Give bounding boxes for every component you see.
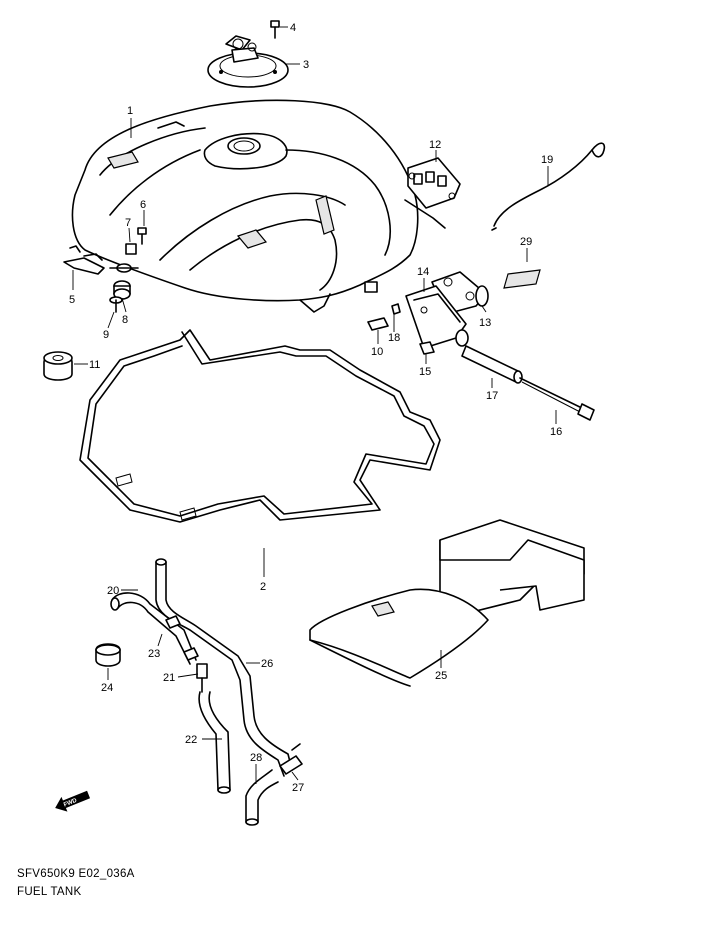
hinge-part xyxy=(405,285,469,349)
callout-19: 19 xyxy=(541,154,553,166)
hinge-bolt-part xyxy=(519,377,595,421)
callout-20: 20 xyxy=(107,585,119,597)
bolt-part xyxy=(137,227,147,245)
pad-part xyxy=(503,269,541,289)
callout-18: 18 xyxy=(388,332,400,344)
diagram-title: FUEL TANK xyxy=(17,886,82,898)
callout-labels: 1 2 3 4 5 6 7 8 9 10 11 12 13 14 15 16 1… xyxy=(69,22,562,794)
damper-part xyxy=(109,263,139,273)
callout-10: 10 xyxy=(371,346,383,358)
callout-5: 5 xyxy=(69,294,75,306)
joint-part xyxy=(279,743,303,775)
callout-22: 22 xyxy=(185,734,197,746)
connector-part xyxy=(196,663,208,693)
clip-part xyxy=(391,303,401,315)
callout-7: 7 xyxy=(125,217,131,229)
callout-1: 1 xyxy=(127,105,133,117)
leader-lines xyxy=(72,26,557,784)
collar-part xyxy=(419,341,435,355)
bracket-front-part xyxy=(63,245,105,275)
callout-25: 25 xyxy=(435,670,447,682)
fwd-label: FWD xyxy=(63,798,79,809)
rubber-damper-part xyxy=(43,351,73,381)
cushion-part xyxy=(125,243,137,255)
callout-2: 2 xyxy=(260,581,266,593)
callout-3: 3 xyxy=(303,59,309,71)
callout-11: 11 xyxy=(89,359,100,371)
diagram-code: SFV650K9 E02_036A xyxy=(17,868,135,880)
callout-29: 29 xyxy=(520,236,532,248)
callout-15: 15 xyxy=(419,366,431,378)
callout-26: 26 xyxy=(261,658,273,670)
callout-13: 13 xyxy=(479,317,491,329)
collar-part xyxy=(109,296,123,313)
pipe-part xyxy=(461,345,523,384)
bolt-part xyxy=(270,20,280,39)
fuel-tank-part xyxy=(71,99,446,313)
fuel-cap-part xyxy=(207,35,289,88)
callout-17: 17 xyxy=(486,390,498,402)
heat-shield-part xyxy=(309,519,585,687)
callout-4: 4 xyxy=(290,22,296,34)
cap-part xyxy=(95,643,121,667)
seal-part xyxy=(79,329,441,523)
callout-28: 28 xyxy=(250,752,262,764)
fuel-pump-bracket-part xyxy=(407,157,461,209)
forward-arrow-icon: FWD xyxy=(55,790,91,812)
callout-24: 24 xyxy=(101,682,113,694)
callout-12: 12 xyxy=(429,139,441,151)
callout-9: 9 xyxy=(103,329,109,341)
cushion-part xyxy=(367,317,389,331)
hose-part xyxy=(245,769,279,826)
callout-21: 21 xyxy=(163,672,175,684)
hose-part xyxy=(155,558,293,777)
callout-23: 23 xyxy=(148,648,160,660)
callout-27: 27 xyxy=(292,782,304,794)
support-rod-part xyxy=(491,142,606,231)
drain-hose-part xyxy=(198,691,231,794)
callout-6: 6 xyxy=(140,199,146,211)
callout-14: 14 xyxy=(417,266,429,278)
breather-hose-part xyxy=(110,592,197,665)
callout-8: 8 xyxy=(122,314,128,326)
callout-16: 16 xyxy=(550,426,562,438)
hose-clamp-part xyxy=(165,615,199,661)
